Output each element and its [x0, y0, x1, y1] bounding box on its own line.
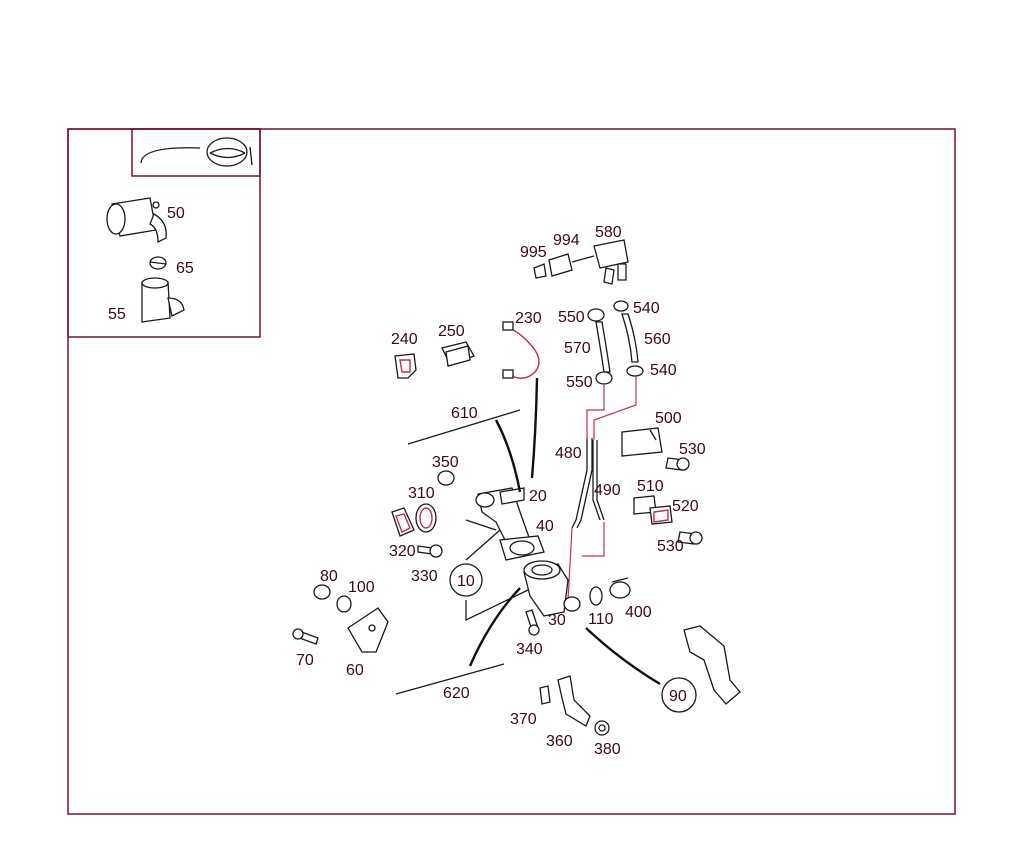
label-40: 40: [536, 518, 554, 535]
leader-480-red: [586, 385, 605, 440]
label-50: 50: [167, 205, 185, 222]
part-550-clamp-upper: [587, 308, 605, 322]
label-65: 65: [176, 260, 194, 277]
label-550-upper: 550: [558, 309, 585, 326]
label-500: 500: [655, 410, 682, 427]
label-510: 510: [637, 478, 664, 495]
part-340-bolt: [525, 609, 540, 636]
part-994-connector: [548, 253, 573, 277]
label-350: 350: [432, 454, 459, 471]
part-20-exhaust-pipe: [475, 487, 531, 547]
leader-490-lower: [582, 522, 605, 557]
label-540-upper: 540: [633, 300, 660, 317]
label-55: 55: [108, 306, 126, 323]
label-580: 580: [595, 224, 622, 241]
arrow-610-to-20: [494, 419, 522, 493]
label-610: 610: [451, 405, 478, 422]
part-230-sensor: [502, 321, 540, 379]
label-230: 230: [515, 310, 542, 327]
label-20: 20: [529, 488, 547, 505]
leader-10: [465, 519, 529, 622]
leader-490-red: [593, 375, 637, 440]
label-380: 380: [594, 741, 621, 758]
part-540-clamp-lower: [626, 365, 644, 377]
label-60: 60: [346, 662, 364, 679]
part-55-catalytic-converter: [141, 277, 185, 323]
label-30: 30: [548, 612, 566, 629]
part-310-seal-ring-inner: [419, 507, 433, 529]
part-80-bushing: [313, 584, 331, 600]
arrow-90-to-30: [585, 627, 661, 686]
part-620-rod: [395, 663, 505, 695]
outer-frame: [67, 128, 956, 815]
part-330-bolt: [417, 544, 443, 558]
part-70-bolt: [292, 628, 319, 645]
part-90-heat-shield-bracket: [683, 625, 741, 705]
label-480: 480: [555, 445, 582, 462]
part-110-ring: [589, 586, 603, 606]
label-530-upper: 530: [679, 441, 706, 458]
part-570-hose: [595, 321, 611, 373]
part-350-nut: [437, 470, 455, 486]
part-550-clamp-lower: [595, 371, 613, 385]
part-30-catalytic-converter: [523, 560, 581, 617]
part-370-clip: [539, 685, 551, 705]
vehicle-icon: [140, 137, 253, 167]
part-65-clamp: [149, 256, 167, 270]
label-550-lower: 550: [566, 374, 593, 391]
part-100-washer: [336, 595, 352, 613]
part-320-clamp: [391, 507, 415, 537]
label-520: 520: [672, 498, 699, 515]
part-560-hose: [621, 313, 639, 363]
part-360-bracket: [557, 675, 591, 727]
part-540-clamp-upper: [613, 300, 629, 312]
part-250-holder: [441, 341, 475, 367]
part-380-nut: [594, 720, 610, 736]
label-560: 560: [644, 331, 671, 348]
label-250: 250: [438, 323, 465, 340]
label-80: 80: [320, 568, 338, 585]
label-570: 570: [564, 340, 591, 357]
part-50-diesel-particulate-filter: [106, 197, 167, 244]
label-620: 620: [443, 685, 470, 702]
label-400: 400: [625, 604, 652, 621]
label-994: 994: [553, 232, 580, 249]
label-10: 10: [457, 573, 475, 590]
part-520-bracket: [649, 505, 673, 525]
part-995-cap: [533, 263, 547, 279]
part-530-bolt-lower: [677, 531, 703, 545]
label-310: 310: [408, 485, 435, 502]
label-490: 490: [594, 482, 621, 499]
label-90: 90: [669, 688, 687, 705]
label-240: 240: [391, 331, 418, 348]
part-240-bracket: [394, 353, 417, 379]
part-480-pipe: [571, 438, 593, 529]
part-610-rod: [407, 409, 521, 445]
label-340: 340: [516, 641, 543, 658]
label-330: 330: [411, 568, 438, 585]
label-320: 320: [389, 543, 416, 560]
label-530-lower: 530: [657, 538, 684, 555]
label-995: 995: [520, 244, 547, 261]
arrow-230-to-20: [530, 377, 539, 479]
part-60-bracket: [347, 607, 389, 653]
part-500-bracket: [621, 427, 663, 457]
label-110: 110: [588, 611, 614, 628]
part-580-pressure-sensor: [571, 239, 629, 285]
part-530-bolt-upper: [665, 457, 690, 471]
label-70: 70: [296, 652, 314, 669]
callout-90-circle: [661, 677, 697, 713]
label-540-lower: 540: [650, 362, 677, 379]
leader-480-lower: [567, 527, 573, 601]
label-100: 100: [348, 579, 375, 596]
part-490-pipe: [592, 440, 605, 521]
part-40-gasket: [499, 535, 545, 561]
part-400-clamp: [609, 577, 631, 599]
arrow-620-to-30: [468, 587, 521, 667]
label-360: 360: [546, 733, 573, 750]
icon-frame: [131, 128, 261, 177]
label-370: 370: [510, 711, 537, 728]
callout-10-circle: [449, 563, 483, 597]
